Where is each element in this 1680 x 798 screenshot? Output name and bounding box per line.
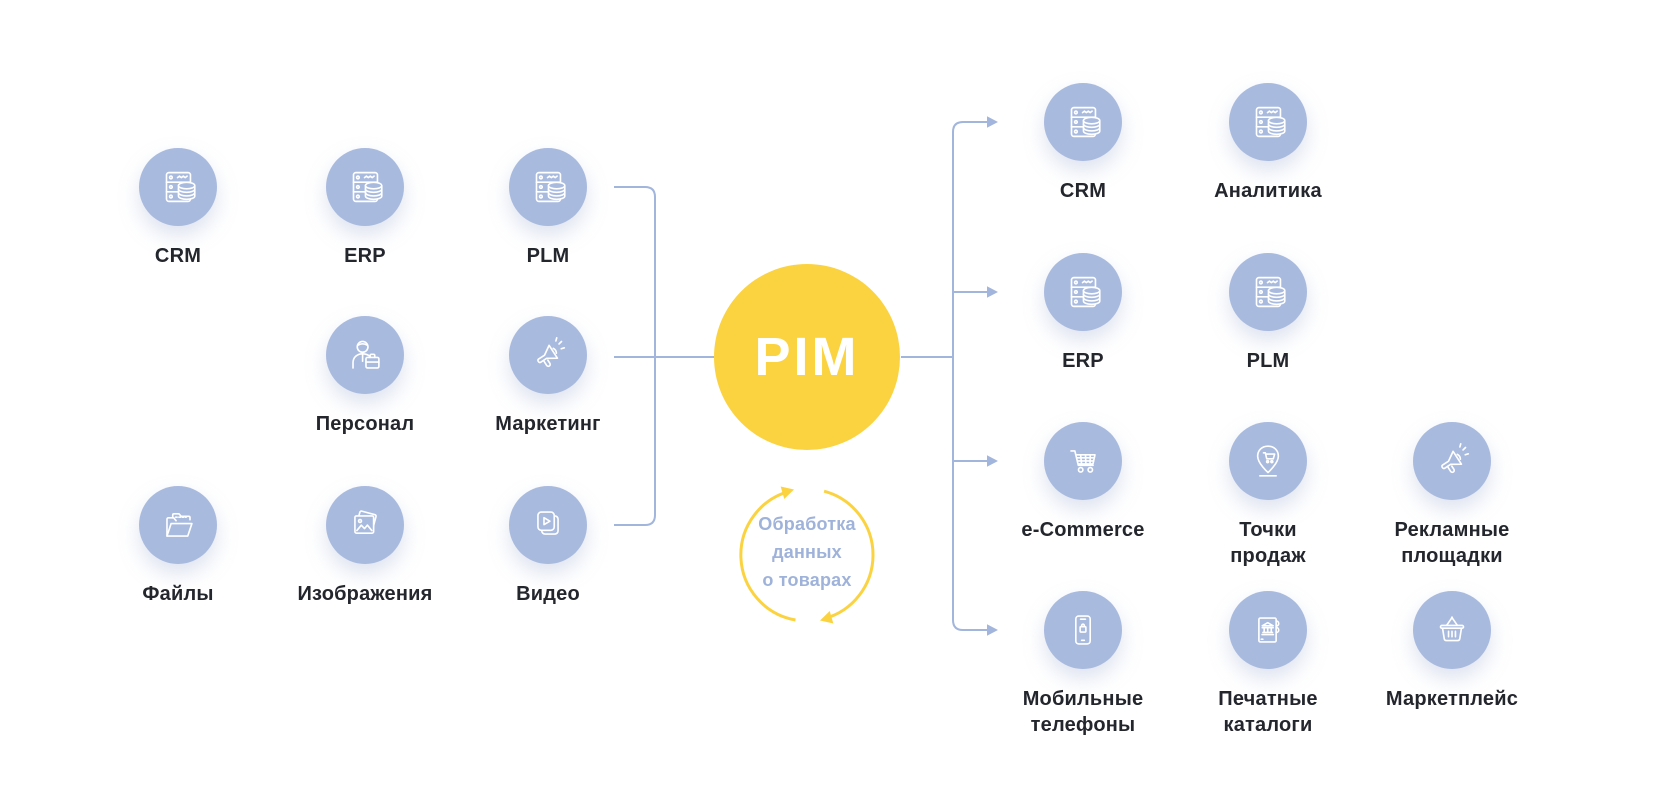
node-circle	[139, 486, 217, 564]
cycle-caption: Обработка данных о товарах	[758, 514, 856, 590]
pim-label: PIM	[754, 327, 860, 387]
node-circle	[509, 486, 587, 564]
node-label: Точки продаж	[1230, 519, 1306, 567]
node-label: Печатные каталоги	[1218, 688, 1318, 736]
cycle-arrowhead-icon	[780, 486, 794, 500]
output-node-points-of-sale: Точки продаж	[1158, 422, 1378, 569]
node-label: Видео	[516, 583, 580, 605]
node-circle	[509, 316, 587, 394]
node-circle	[1044, 591, 1122, 669]
video-icon	[525, 502, 571, 548]
arrowhead-icon	[987, 116, 998, 128]
images-icon	[342, 502, 388, 548]
cycle-arc	[739, 489, 796, 622]
arrowhead-icon	[987, 286, 998, 298]
source-node-files: Файлы	[68, 486, 288, 607]
node-label: ERP	[344, 245, 386, 267]
output-node-marketplace: Маркетплейс	[1342, 591, 1562, 712]
output-node-plm: PLM	[1158, 253, 1378, 374]
megaphone-icon	[1429, 438, 1475, 484]
node-circle	[326, 316, 404, 394]
node-label: PLM	[526, 245, 570, 267]
shopping-cart-icon	[1060, 438, 1106, 484]
server-database-icon	[155, 164, 201, 210]
output-node-analytics: Аналитика	[1158, 83, 1378, 204]
output-node-ecommerce: e-Commerce	[973, 422, 1193, 543]
node-label: Мобильные телефоны	[1022, 688, 1144, 736]
smartphone-shopping-icon	[1060, 607, 1106, 653]
node-circle	[509, 148, 587, 226]
node-label: Персонал	[315, 413, 415, 435]
source-node-video: Видео	[438, 486, 658, 607]
node-circle	[326, 148, 404, 226]
source-node-marketing: Маркетинг	[438, 316, 658, 437]
node-label: PLM	[1246, 350, 1290, 372]
node-label: Маркетинг	[495, 413, 601, 435]
node-label: Изображения	[297, 583, 433, 605]
output-node-erp: ERP	[973, 253, 1193, 374]
node-label: Маркетплейс	[1385, 688, 1519, 710]
right-bracket-vertical	[952, 121, 988, 357]
node-circle	[1229, 422, 1307, 500]
source-node-plm: PLM	[438, 148, 658, 269]
output-node-print-catalogs: Печатные каталоги	[1158, 591, 1378, 738]
node-circle	[1413, 422, 1491, 500]
source-node-personnel: Персонал	[255, 316, 475, 437]
node-label: e-Commerce	[1021, 519, 1145, 541]
source-node-images: Изображения	[255, 486, 475, 607]
pim-circle: PIM	[714, 264, 900, 450]
location-pin-cart-icon	[1245, 438, 1291, 484]
source-node-erp: ERP	[255, 148, 475, 269]
arrowhead-icon	[987, 624, 998, 636]
cycle-arrowhead-icon	[820, 610, 834, 624]
source-node-crm: CRM	[68, 148, 288, 269]
node-label: Рекламные площадки	[1394, 519, 1510, 567]
basket-icon	[1429, 607, 1475, 653]
node-label: CRM	[1059, 180, 1107, 202]
catalog-book-icon	[1245, 607, 1291, 653]
folder-icon	[155, 502, 201, 548]
node-label: Аналитика	[1214, 180, 1322, 202]
node-circle	[1044, 253, 1122, 331]
server-database-icon	[342, 164, 388, 210]
server-database-icon	[1060, 269, 1106, 315]
node-circle	[1229, 591, 1307, 669]
server-database-icon	[525, 164, 571, 210]
server-database-icon	[1245, 99, 1291, 145]
output-node-ad-platforms: Рекламные площадки	[1342, 422, 1562, 569]
person-briefcase-icon	[342, 332, 388, 378]
arrowhead-icon	[987, 455, 998, 467]
node-circle	[1044, 83, 1122, 161]
right-bracket-vertical-lower	[952, 357, 988, 631]
cycle-arc	[823, 489, 875, 621]
output-node-crm: CRM	[973, 83, 1193, 204]
output-node-mobile-phones: Мобильные телефоны	[973, 591, 1193, 738]
node-circle	[1229, 253, 1307, 331]
node-label: ERP	[1062, 350, 1104, 372]
node-circle	[326, 486, 404, 564]
server-database-icon	[1060, 99, 1106, 145]
node-circle	[1413, 591, 1491, 669]
node-label: CRM	[154, 245, 202, 267]
node-circle	[1229, 83, 1307, 161]
megaphone-icon	[525, 332, 571, 378]
server-database-icon	[1245, 269, 1291, 315]
node-label: Файлы	[142, 583, 214, 605]
node-circle	[139, 148, 217, 226]
node-circle	[1044, 422, 1122, 500]
